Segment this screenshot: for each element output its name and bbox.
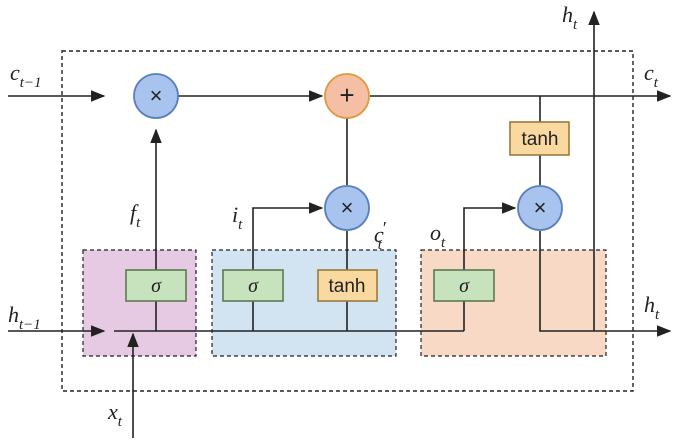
input-multiply-op: × <box>324 185 370 231</box>
output-gate-line <box>463 202 517 270</box>
h-top-label: ht <box>562 2 578 33</box>
output-sigma-block: σ <box>433 269 495 302</box>
candidate-cell-label: c′t <box>374 218 387 253</box>
input-gate-region <box>211 249 397 357</box>
multiply-symbol: × <box>341 195 354 220</box>
forget-gate-region <box>82 249 197 357</box>
tanh-label: tanh <box>522 129 559 150</box>
c-out-label: ct <box>644 60 659 91</box>
input-gate-line <box>252 202 324 270</box>
tanh-label: tanh <box>329 276 366 297</box>
cell-boundary <box>61 50 634 392</box>
multiply-symbol: × <box>150 83 163 108</box>
forget-gate-label: ft <box>130 200 141 231</box>
c-prev-label: ct−1 <box>10 60 42 91</box>
h-prev-label: ht−1 <box>8 302 41 333</box>
add-symbol: + <box>339 80 354 110</box>
sigma-label: σ <box>459 275 470 297</box>
sigma-label: σ <box>248 275 259 297</box>
input-sigma-block: σ <box>222 269 284 302</box>
cell-tanh-block: tanh <box>509 121 570 156</box>
h-out-label: ht <box>644 292 660 323</box>
output-multiply-op: × <box>517 185 563 231</box>
candidate-tanh-block: tanh <box>317 269 378 302</box>
output-gate-label: ot <box>430 220 446 251</box>
x-in-label: xt <box>107 399 123 430</box>
input-gate-label: it <box>232 202 243 233</box>
forget-multiply-op: × <box>133 73 179 119</box>
sigma-label: σ <box>151 275 162 297</box>
output-to-h-line <box>539 231 594 332</box>
output-gate-region <box>420 249 607 357</box>
forget-sigma-block: σ <box>125 269 187 302</box>
multiply-symbol: × <box>534 195 547 220</box>
add-op: + <box>324 73 370 119</box>
